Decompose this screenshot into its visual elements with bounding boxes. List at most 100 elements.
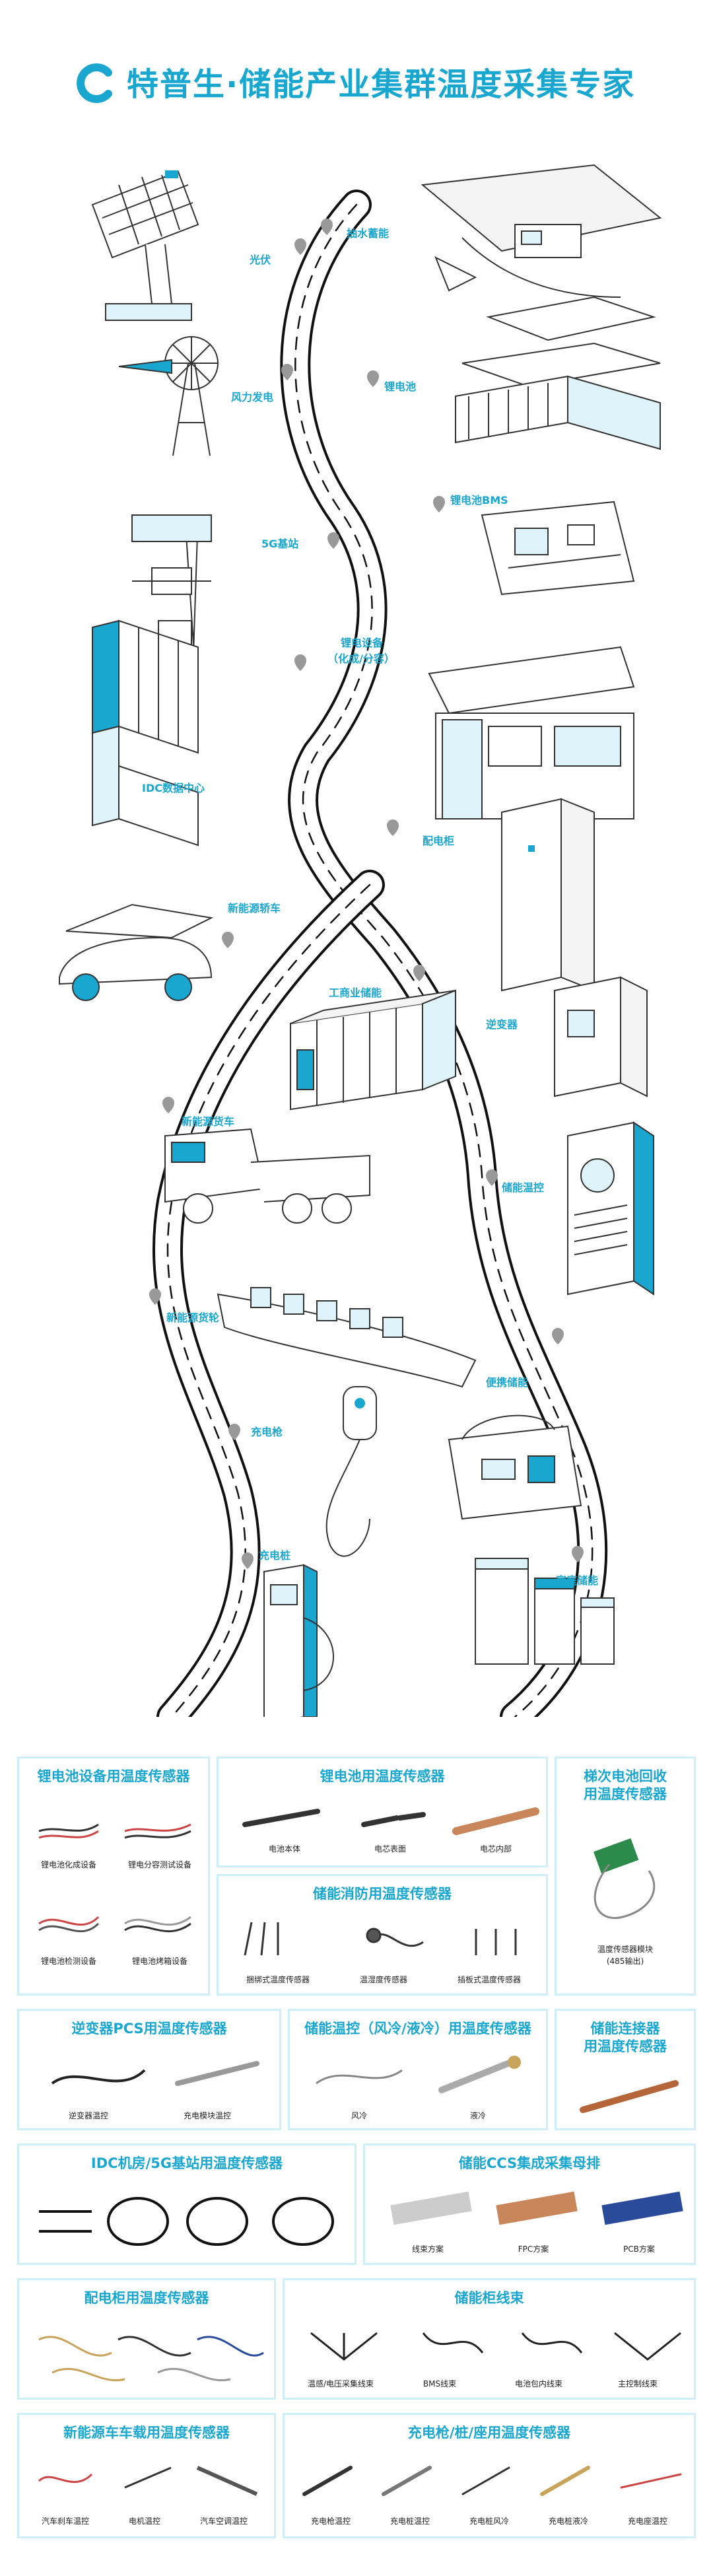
card-idc-5g: IDC机房/5G基站用温度传感器 [17, 2143, 356, 2265]
sensor-images [242, 1807, 539, 1835]
location-pin-icon [294, 238, 306, 255]
card-title: 逆变器PCS用温度传感器 [71, 2021, 227, 2036]
sensor-images [38, 2336, 264, 2382]
item-label: PCB方案 [623, 2245, 655, 2254]
poi-label-guangfu: 光伏 [250, 254, 271, 266]
card-thermal-control: 储能温控（风冷/液冷）用温度传感器 风冷 液冷 [288, 2009, 548, 2130]
item-label: 液冷 [469, 2111, 486, 2120]
item-label: 充电桩液冷 [548, 2517, 588, 2526]
item-label: FPC方案 [518, 2245, 549, 2254]
sensor-images [39, 2197, 334, 2246]
location-pin-icon [327, 532, 339, 549]
item-label: 锂电池检测设备 [40, 1957, 96, 1966]
thermal-control-unit-illustration [567, 1121, 654, 1296]
card-connector: 储能连接器 用温度传感器 [555, 2009, 696, 2130]
item-label: 汽车空调温控 [199, 2517, 248, 2526]
card-ccs-busbar: 储能CCS集成采集母排 线束方案 FPC方案 PCB方案 [363, 2143, 696, 2265]
location-pin-icon [242, 1552, 254, 1569]
location-pin-icon [572, 1546, 584, 1562]
poi-label-zhuang: 充电桩 [259, 1549, 291, 1562]
card-title: 充电枪/桩/座用温度传感器 [407, 2425, 571, 2441]
poi-label-jiating: 家庭储能 [556, 1574, 599, 1587]
card-vehicle-sensor: 新能源车车载用温度传感器 汽车刹车温控 电机温控 汽车空调温控 [17, 2413, 276, 2538]
location-pin-icon [228, 1424, 240, 1440]
location-pin-icon [413, 965, 425, 981]
industry-map: 光伏 抽水蓄能 风力发电 锂电池 5G基站 锂电池BMS 锂电设备 （化成/分容… [0, 145, 713, 1717]
item-label: 锂电池烤箱设备 [131, 1957, 187, 1966]
poi-label-gongshang: 工商业储能 [329, 987, 382, 999]
sensor-images [390, 2191, 683, 2225]
item-label: 电池包内线束 [514, 2379, 562, 2388]
location-pin-icon [162, 1097, 174, 1113]
poi-label-huolun: 新能源货轮 [166, 1311, 220, 1324]
card-title: 储能CCS集成采集母排 [458, 2155, 601, 2171]
sensor-images [593, 1838, 656, 1919]
location-pin-icon [552, 1328, 564, 1344]
sensor-images [302, 2466, 682, 2496]
item-label: 线束方案 [411, 2245, 444, 2254]
ci-storage-container-illustration [290, 989, 456, 1111]
item-label: 电池本体 [268, 1844, 300, 1854]
card-distribution-cabinet: 配电柜用温度传感器 [17, 2278, 276, 2400]
item-label: 温湿度传感器 [359, 1975, 407, 1984]
card-title: 新能源车车载用温度传感器 [63, 2425, 230, 2441]
idc-rack-illustration [92, 619, 199, 847]
pins [149, 219, 584, 1569]
road-svg [59, 164, 662, 1717]
item-label: 充电枪温控 [310, 2517, 351, 2526]
card-battery-sensor: 锂电池用温度传感器 电池本体 电芯表面 电芯内部 [217, 1757, 548, 1867]
poi-label-wenkong: 储能温控 [502, 1181, 545, 1194]
wind-turbine-illustration [118, 336, 219, 456]
poi-label-bms: 锂电池BMS [450, 494, 508, 506]
location-pin-icon [149, 1288, 161, 1305]
location-pin-icon [321, 219, 333, 235]
poi-label-shebei-sub: （化成/分容） [327, 652, 395, 665]
item-label: 充电座温控 [627, 2517, 667, 2526]
poi-label-shebei: 锂电设备 [341, 637, 384, 649]
poi-label-5g: 5G基站 [261, 538, 299, 550]
item-label: 电机温控 [128, 2517, 160, 2526]
card-storage-harness: 储能柜线束 温感/电压采集线束 BMS线束 电池包内线束 主控制线束 [283, 2278, 696, 2400]
sensor-images [316, 2056, 521, 2093]
truck-illustration [164, 1128, 370, 1224]
solar-panel-illustration [91, 170, 199, 321]
sensor-images [38, 1823, 191, 1932]
item-label: 温度传感器模块 (485输出) [597, 1945, 653, 1966]
sedan-illustration [59, 903, 214, 1001]
card-inverter-pcs: 逆变器PCS用温度传感器 逆变器温控 充电模块温控 [17, 2009, 281, 2130]
card-title: 储能连接器 用温度传感器 [584, 2021, 667, 2054]
card-title: 锂电池用温度传感器 [320, 1768, 445, 1784]
item-label: 充电模块温控 [183, 2111, 231, 2120]
card-title: 储能温控（风冷/液冷）用温度传感器 [304, 2021, 531, 2036]
poi-label-choushui: 抽水蓄能 [347, 227, 390, 240]
home-storage-illustration [475, 1558, 615, 1665]
page-title: 特普生·储能产业集群温度采集专家 [127, 66, 636, 103]
card-battery-equipment: 锂电池设备用温度传感器 锂电池化成设备 锂电分容测试设备 锂电池检测设备 锂电池… [17, 1757, 210, 1996]
sensor-images [38, 2466, 258, 2496]
item-label: 充电桩风冷 [469, 2517, 509, 2526]
item-label: 汽车刹车温控 [41, 2517, 89, 2526]
bms-board-illustration [481, 501, 635, 596]
poi-label-idc: IDC数据中心 [142, 782, 205, 794]
item-label: 主控制线束 [617, 2379, 658, 2388]
item-label: 逆变器温控 [68, 2111, 108, 2120]
poi-label-huoche: 新能源货车 [182, 1115, 235, 1128]
card-recycling: 梯次电池回收 用温度传感器 温度传感器模块 (485输出) [555, 1757, 696, 1996]
item-label: 充电桩温控 [390, 2517, 430, 2526]
item-label: 电芯内部 [479, 1844, 512, 1854]
item-label: 温感/电压采集线束 [307, 2379, 374, 2388]
charging-pile-illustration [263, 1564, 334, 1717]
location-pin-icon [222, 932, 234, 948]
location-pin-icon [281, 364, 293, 380]
sensor-images [580, 2080, 679, 2113]
header: 特普生·储能产业集群温度采集专家 [0, 0, 713, 145]
sensor-images [244, 1922, 517, 1956]
inverter-illustration [554, 976, 648, 1097]
card-title: IDC机房/5G基站用温度传感器 [90, 2155, 283, 2171]
location-pin-icon [294, 654, 306, 671]
location-pin-icon [387, 819, 399, 836]
product-grid: 锂电池设备用温度传感器 锂电池化成设备 锂电分容测试设备 锂电池检测设备 锂电池… [0, 1757, 713, 2576]
poi-label-bianxie: 便携储能 [486, 1376, 529, 1389]
sensor-images [51, 2061, 259, 2086]
card-fire-protection: 储能消防用温度传感器 捆绑式温度传感器 温湿度传感器 插板式温度传感器 [217, 1874, 548, 1996]
